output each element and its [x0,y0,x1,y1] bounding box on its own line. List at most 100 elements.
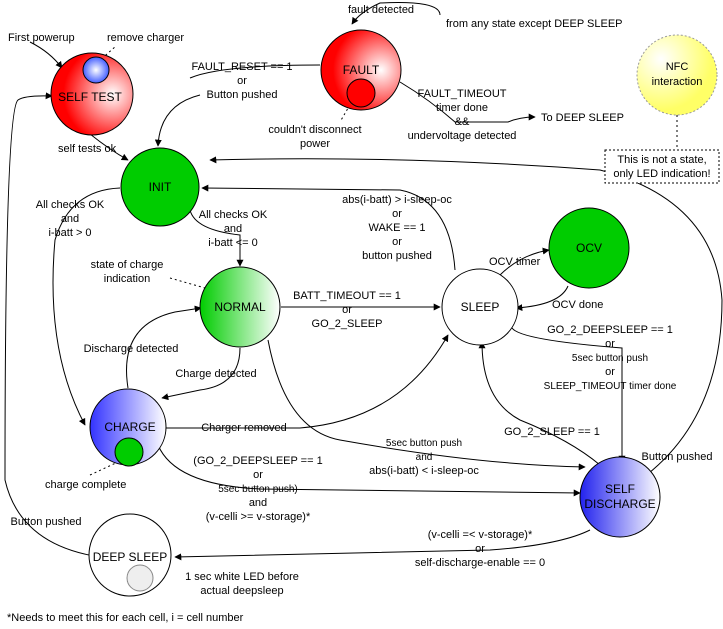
transition-labels: First powerup remove charger fault detec… [7,4,712,624]
arrow-normal-charge [161,347,241,401]
couldnt-2: power [300,138,330,150]
cgo-4: and [249,497,267,509]
state-charge: CHARGE [89,388,167,467]
mini-blue-circle [82,56,110,84]
cgo-5: (v-celli >= v-storage)* [206,511,311,523]
nfc-interaction: NFC interaction [636,34,718,116]
arrow-charge-normal [126,305,202,389]
go2sleep-label: GO_2_SLEEP == 1 [504,426,600,438]
state-init: INIT [120,147,200,227]
soc-1: state of charge [91,259,164,271]
mini-red-circle [346,78,376,108]
arrow-normal-selfdis [267,339,586,471]
first-powerup-label: First powerup [8,32,75,44]
arrow-selfdis-deepsleep [174,529,591,561]
go2ds-4: or [605,366,615,378]
all-ok-a-1: All checks OK [36,199,105,211]
fault-reset-2: or [237,75,247,87]
vcell-1: (v-celli =< v-storage)* [428,529,533,541]
state-deep-sleep: DEEP SLEEP [88,513,172,597]
vcell-3: self-discharge-enable == 0 [415,557,545,569]
init-label: INIT [149,180,172,194]
arrow-first-powerup [29,41,63,69]
fault-timeout-4: undervoltage detected [408,130,517,142]
arrow-selfdis-sleep [478,341,601,466]
nfc-note: This is not a state, only LED indication… [604,149,720,184]
nfc-label-2: interaction [652,76,703,88]
footnote-label: *Needs to meet this for each cell, i = c… [7,612,244,624]
all-ok-a-2: and [61,213,79,225]
state-sleep: SLEEP [441,268,519,346]
charge-detected-label: Charge detected [175,368,256,380]
arrow-sleep-ocv [499,247,550,276]
charge-complete-dotted [89,461,119,476]
arrow-fault-detected [351,2,441,25]
all-ok-b-3: i-batt <= 0 [208,237,258,249]
transitions [4,2,723,581]
discharge-detected-label: Discharge detected [84,343,179,355]
charge-label: CHARGE [104,420,155,434]
ocv-done-label: OCV done [552,299,603,311]
ocv-timer-label: OCV timer [489,256,541,268]
led-2: actual deepsleep [200,585,283,597]
arrow-charge-sleep [165,334,449,429]
mini-green-circle [114,437,144,467]
from-any-state-label: from any state except DEEP SLEEP [446,18,623,30]
go2ds-5: SLEEP_TIMEOUT timer done [544,381,677,392]
fivesec-3: abs(i-batt) < i-sleep-oc [369,465,479,477]
fivesec-1: 5sec button push [386,438,462,449]
go2ds-2: or [605,338,615,350]
charge-complete-label: charge complete [45,479,126,491]
ocv-label: OCV [576,241,602,255]
couldnt-1: couldn't disconnect [268,124,361,136]
self-discharge-label-1: SELF [605,482,635,496]
self-test-label: SELF TEST [58,90,122,104]
vcell-2: or [475,543,485,555]
batt-timeout-1: BATT_TIMEOUT == 1 [293,290,401,302]
soc-2: indication [104,273,150,285]
led-1: 1 sec white LED before [185,571,299,583]
remove-charger-dotted [97,45,117,63]
note-line-2: only LED indication! [613,168,710,180]
fault-reset-1: FAULT_RESET == 1 [191,61,292,73]
normal-label: NORMAL [214,300,266,314]
state-self-test: SELF TEST [50,52,134,136]
arrow-ocv-sleep [515,285,569,312]
fault-timeout-3: && [455,116,470,128]
charger-removed-label: Charger removed [201,422,287,434]
all-ok-a-3: i-batt > 0 [48,227,91,239]
abs-1: abs(i-batt) > i-sleep-oc [342,194,452,206]
fault-detected-label: fault detected [348,4,414,16]
arrow-fault-timeout [399,81,536,123]
state-self-discharge: SELF DISCHARGE [579,456,661,538]
deep-sleep-label: DEEP SLEEP [93,550,167,564]
arrow-sleep-init [201,184,456,271]
arrow-button-to-init [154,94,201,147]
fault-timeout-2: timer done [436,102,488,114]
abs-5: button pushed [362,250,432,262]
all-ok-b-2: and [224,223,242,235]
abs-2: or [392,208,402,220]
cgo-3: 5sec button push) [218,484,298,495]
go2ds-1: GO_2_DEEPSLEEP == 1 [547,324,673,336]
fault-label: FAULT [343,63,380,77]
button-pushed-right-label: Button pushed [642,451,713,463]
nfc-label-1: NFC [666,61,689,73]
abs-4: or [392,236,402,248]
abs-3: WAKE == 1 [368,222,425,234]
cgo-2: or [253,469,263,481]
arrow-selftest-init [89,133,129,161]
button-pushed-left-label: Button pushed [11,516,82,528]
go2ds-3: 5sec button push [572,353,648,364]
arrow-init-charge [52,187,121,426]
state-normal: NORMAL [199,266,281,348]
arrow-deepsleep-selftest [4,92,101,558]
sleep-label: SLEEP [461,300,500,314]
batt-timeout-2: or [342,304,352,316]
self-tests-ok-label: self tests ok [58,143,117,155]
state-ocv: OCV [548,207,630,289]
fivesec-2: and [416,452,433,463]
self-discharge-label-2: DISCHARGE [584,497,655,511]
arrow-init-normal [189,209,244,267]
